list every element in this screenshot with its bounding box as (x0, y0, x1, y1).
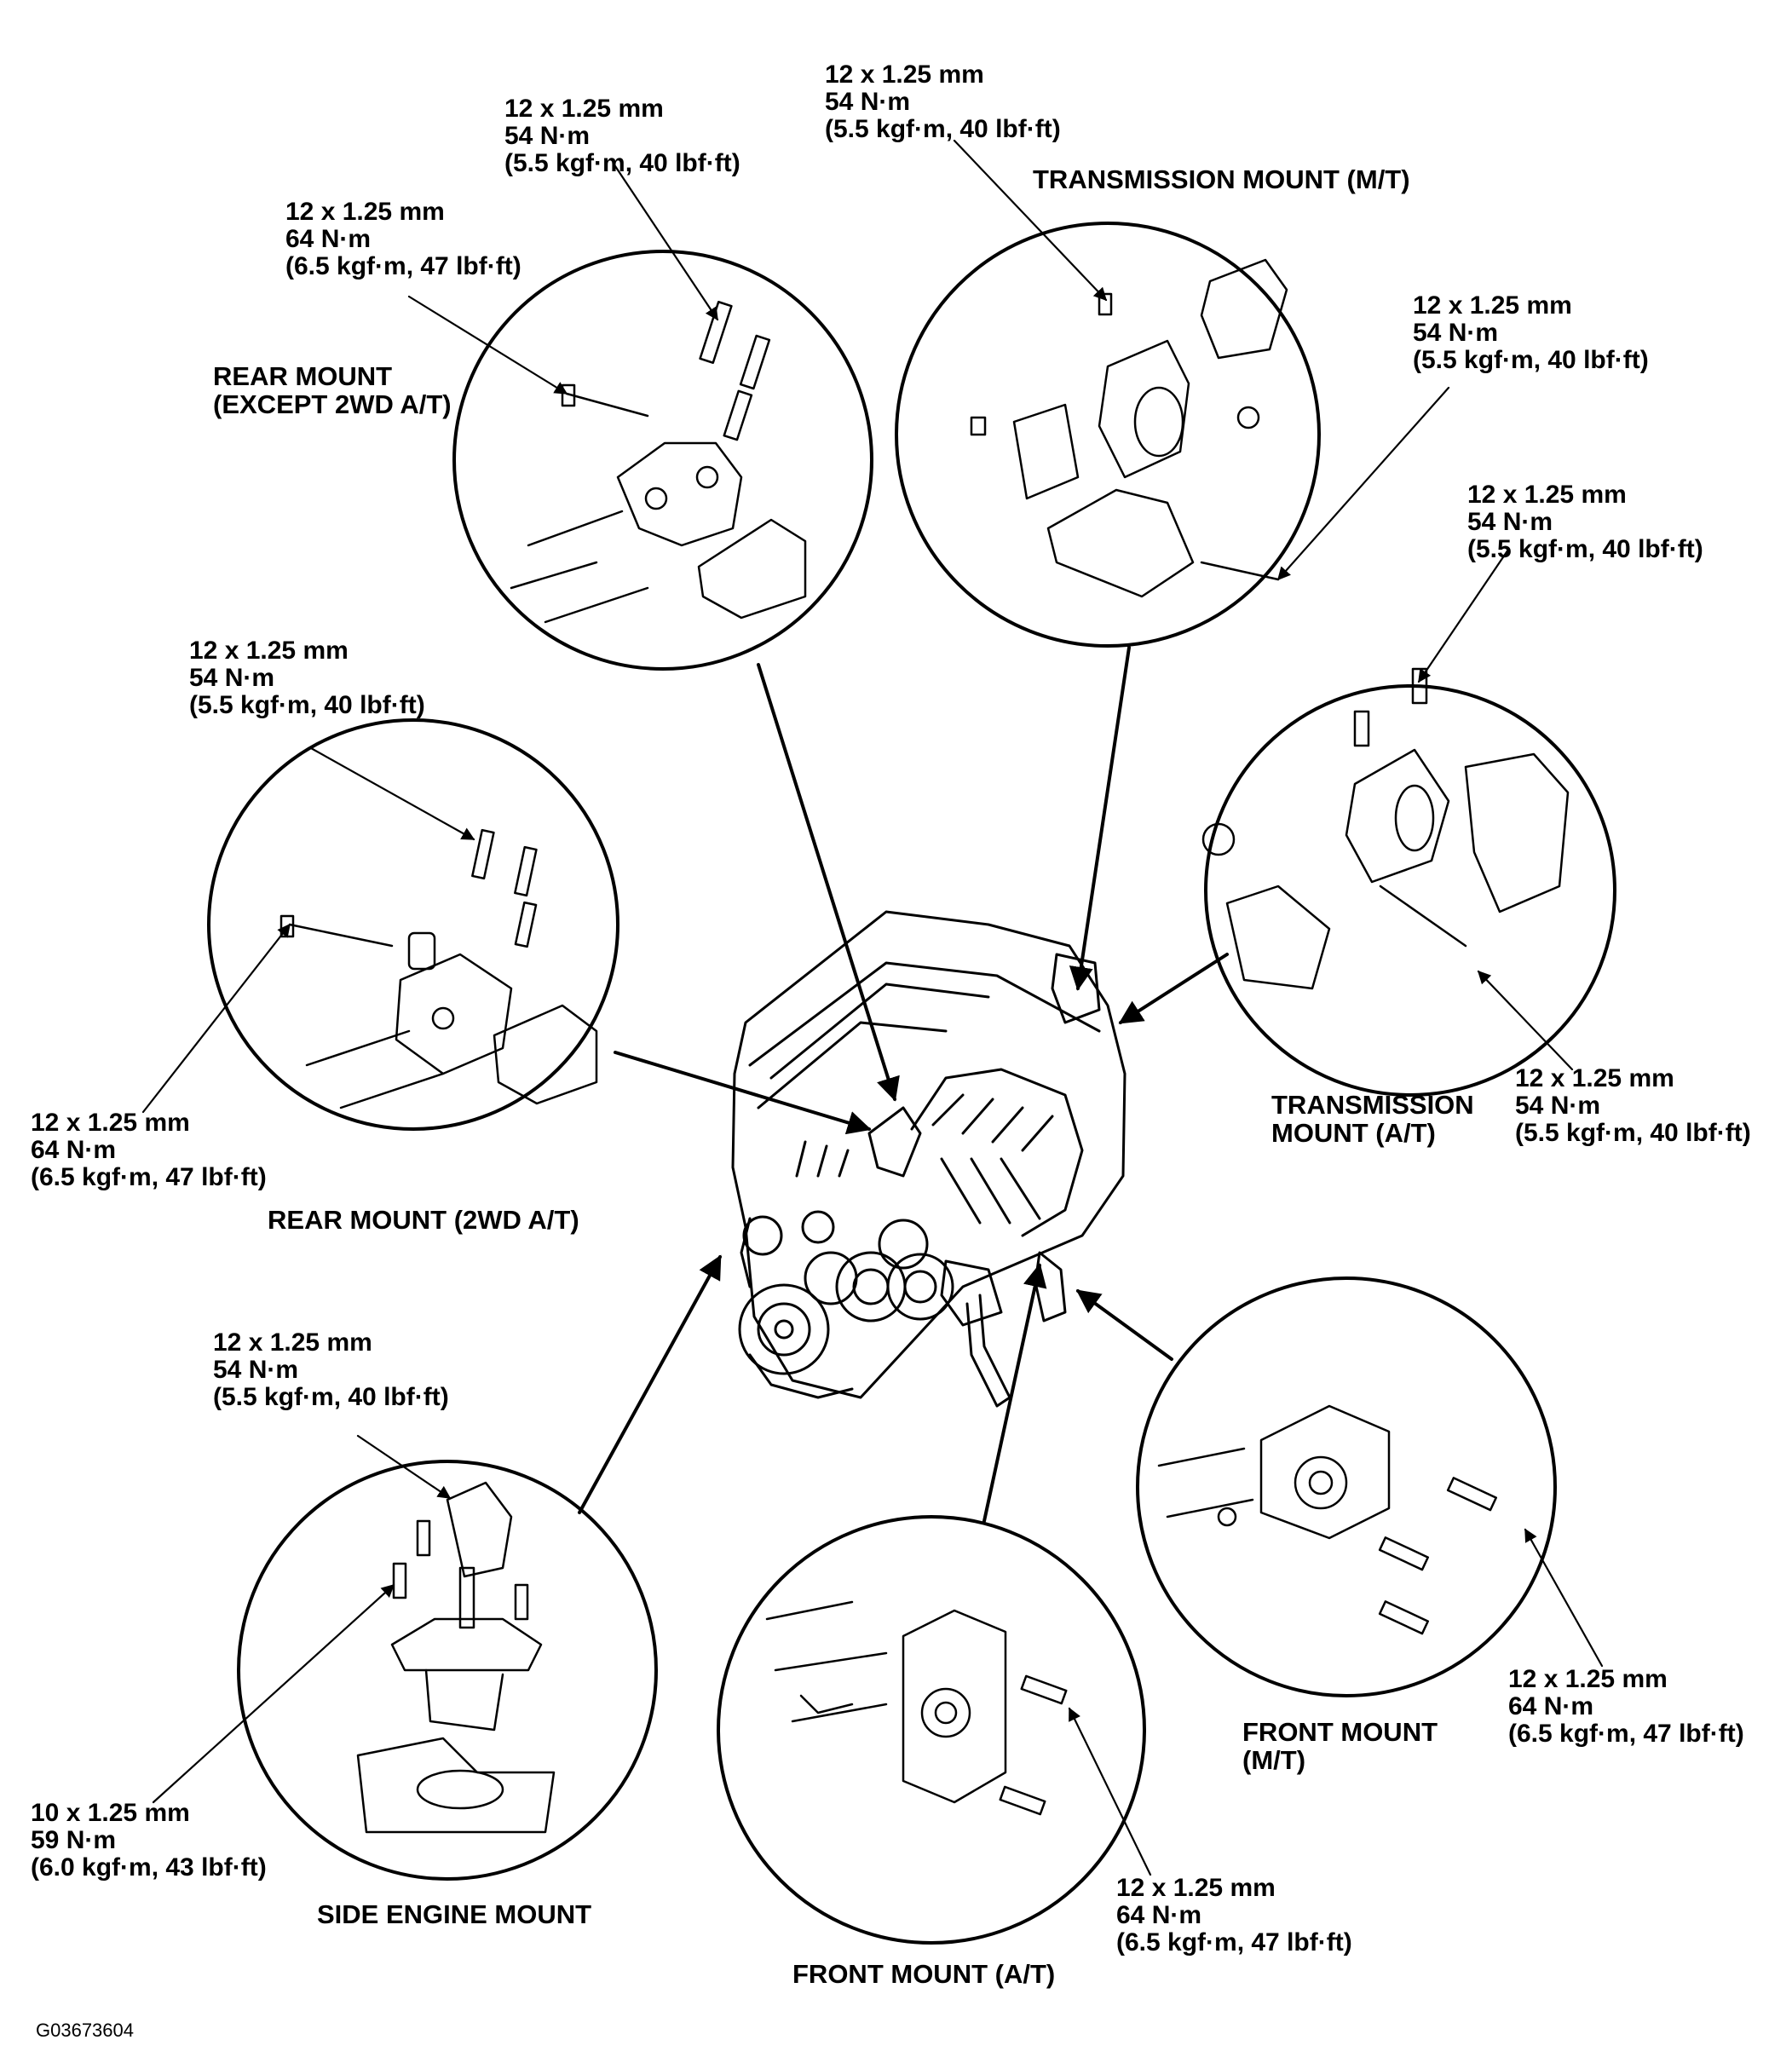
spec-callout: 12 x 1.25 mm 64 N·m (6.5 kgf·m, 47 lbf·f… (285, 199, 521, 280)
title-line: REAR MOUNT (2WD A/T) (268, 1205, 579, 1235)
title-line: (M/T) (1242, 1745, 1306, 1775)
front-mount-mt-parts (1157, 1404, 1498, 1635)
spec-torque-alt: (5.5 kgf·m, 40 lbf·ft) (1413, 346, 1649, 374)
spec-torque-alt: (5.5 kgf·m, 40 lbf·ft) (1515, 1119, 1751, 1147)
circle-rear-mount-2wd-at (207, 718, 619, 1131)
spec-bolt-size: 12 x 1.25 mm (1508, 1665, 1668, 1693)
circle-transmission-mount-at (1204, 684, 1616, 1097)
spec-torque-nm: 64 N·m (1116, 1901, 1202, 1929)
front-mount-at-parts (765, 1600, 1068, 1816)
side-engine-mount-parts (356, 1481, 556, 1834)
rear-mount-except-2wd-at-parts (510, 300, 807, 624)
spec-bolt-size: 12 x 1.25 mm (1116, 1874, 1276, 1902)
spec-bolt-size: 12 x 1.25 mm (213, 1328, 372, 1357)
spec-callout: 12 x 1.25 mm 64 N·m (6.5 kgf·m, 47 lbf·f… (31, 1109, 267, 1191)
spec-bolt-size: 12 x 1.25 mm (825, 61, 984, 89)
title-line: FRONT MOUNT (A/T) (792, 1959, 1056, 1989)
spec-callout: 12 x 1.25 mm 54 N·m (5.5 kgf·m, 40 lbf·f… (504, 95, 740, 177)
spec-callout: 10 x 1.25 mm 59 N·m (6.0 kgf·m, 43 lbf·f… (31, 1800, 267, 1881)
spec-torque-alt: (5.5 kgf·m, 40 lbf·ft) (825, 115, 1061, 143)
title-rear-mount-except-2wd-at: REAR MOUNT (EXCEPT 2WD A/T) (213, 362, 452, 418)
title-rear-mount-2wd-at: REAR MOUNT (2WD A/T) (268, 1206, 579, 1234)
leader-lines (141, 139, 1604, 1876)
title-line: REAR MOUNT (213, 361, 393, 391)
spec-callout: 12 x 1.25 mm 54 N·m (5.5 kgf·m, 40 lbf·f… (213, 1329, 449, 1411)
title-line: (EXCEPT 2WD A/T) (213, 389, 452, 419)
circle-rear-mount-except-2wd-at (452, 250, 873, 671)
spec-bolt-size: 12 x 1.25 mm (1515, 1064, 1674, 1092)
spec-torque-alt: (6.5 kgf·m, 47 lbf·ft) (1116, 1928, 1352, 1956)
spec-torque-alt: (6.5 kgf·m, 47 lbf·ft) (285, 252, 521, 280)
spec-torque-nm: 54 N·m (504, 122, 591, 150)
spec-torque-alt: (6.0 kgf·m, 43 lbf·ft) (31, 1853, 267, 1881)
spec-torque-nm: 54 N·m (189, 664, 275, 692)
title-line: TRANSMISSION MOUNT (M/T) (1033, 164, 1410, 194)
title-line: TRANSMISSION (1271, 1090, 1474, 1120)
spec-torque-alt: (5.5 kgf·m, 40 lbf·ft) (1467, 535, 1703, 563)
title-transmission-mount-mt: TRANSMISSION MOUNT (M/T) (1033, 165, 1410, 193)
spec-torque-alt: (6.5 kgf·m, 47 lbf·ft) (31, 1163, 267, 1191)
figure-id: G03673604 (36, 2020, 134, 2041)
title-side-engine-mount: SIDE ENGINE MOUNT (317, 1900, 591, 1928)
title-front-mount-mt: FRONT MOUNT (M/T) (1242, 1718, 1438, 1774)
spec-torque-alt: (6.5 kgf·m, 47 lbf·ft) (1508, 1720, 1744, 1748)
spec-bolt-size: 12 x 1.25 mm (504, 95, 664, 123)
spec-callout: 12 x 1.25 mm 54 N·m (5.5 kgf·m, 40 lbf·f… (825, 61, 1061, 143)
title-line: MOUNT (A/T) (1271, 1118, 1436, 1148)
rear-mount-2wd-at-parts (279, 828, 598, 1109)
spec-torque-nm: 54 N·m (1467, 508, 1553, 536)
spec-bolt-size: 12 x 1.25 mm (189, 637, 349, 665)
spec-callout: 12 x 1.25 mm 54 N·m (5.5 kgf·m, 40 lbf·f… (1467, 481, 1703, 563)
spec-torque-nm: 54 N·m (825, 88, 911, 116)
spec-bolt-size: 10 x 1.25 mm (31, 1799, 190, 1827)
title-front-mount-at: FRONT MOUNT (A/T) (792, 1960, 1055, 1988)
spec-torque-nm: 54 N·m (1413, 319, 1499, 347)
spec-bolt-size: 12 x 1.25 mm (285, 198, 445, 226)
transmission-mount-mt-parts (970, 258, 1288, 598)
title-line: SIDE ENGINE MOUNT (317, 1899, 592, 1929)
spec-torque-alt: (5.5 kgf·m, 40 lbf·ft) (189, 691, 425, 719)
spec-callout: 12 x 1.25 mm 64 N·m (6.5 kgf·m, 47 lbf·f… (1508, 1666, 1744, 1748)
spec-torque-nm: 64 N·m (1508, 1692, 1594, 1720)
spec-torque-nm: 54 N·m (213, 1356, 299, 1384)
spec-callout: 12 x 1.25 mm 54 N·m (5.5 kgf·m, 40 lbf·f… (1515, 1065, 1751, 1147)
spec-torque-nm: 59 N·m (31, 1826, 117, 1854)
spec-torque-nm: 64 N·m (285, 225, 372, 253)
engine-assembly (731, 910, 1126, 1408)
spec-torque-alt: (5.5 kgf·m, 40 lbf·ft) (504, 149, 740, 177)
title-transmission-mount-at: TRANSMISSION MOUNT (A/T) (1271, 1091, 1474, 1147)
spec-callout: 12 x 1.25 mm 64 N·m (6.5 kgf·m, 47 lbf·f… (1116, 1875, 1352, 1956)
spec-torque-nm: 54 N·m (1515, 1092, 1601, 1120)
spec-bolt-size: 12 x 1.25 mm (1467, 481, 1627, 509)
spec-callout: 12 x 1.25 mm 54 N·m (5.5 kgf·m, 40 lbf·f… (1413, 292, 1649, 374)
spec-bolt-size: 12 x 1.25 mm (1413, 291, 1572, 320)
circle-side-engine-mount (237, 1460, 658, 1881)
spec-torque-alt: (5.5 kgf·m, 40 lbf·ft) (213, 1383, 449, 1411)
spec-torque-nm: 64 N·m (31, 1136, 117, 1164)
mount-arrows (578, 646, 1229, 1523)
spec-callout: 12 x 1.25 mm 54 N·m (5.5 kgf·m, 40 lbf·f… (189, 637, 425, 719)
transmission-mount-at-parts (1201, 667, 1570, 990)
circle-transmission-mount-mt (895, 222, 1321, 648)
circle-front-mount-at (717, 1515, 1146, 1945)
circle-front-mount-mt (1136, 1276, 1557, 1697)
spec-bolt-size: 12 x 1.25 mm (31, 1109, 190, 1137)
title-line: FRONT MOUNT (1242, 1717, 1438, 1747)
